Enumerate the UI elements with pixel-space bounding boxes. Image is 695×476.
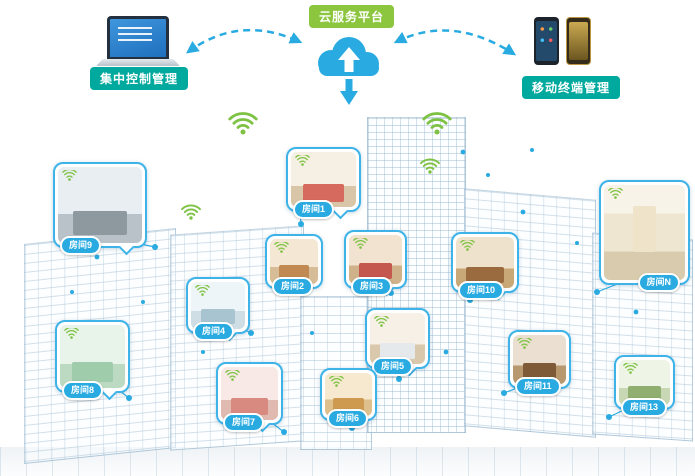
room-photo [619,360,670,405]
room-card: 房间4 [186,277,250,341]
room-card: 房间10 [451,232,519,300]
room-photo [221,367,278,420]
room-label: 房间2 [272,277,314,296]
room-card: 房间13 [614,355,675,417]
wifi-icon [374,316,389,327]
room-photo [270,239,318,284]
cloud-icon [318,37,379,105]
room-card: 房间8 [55,320,130,400]
room-photo [325,373,372,416]
wifi-icon [517,338,532,349]
smartphone-icons [534,17,591,65]
room-photo [191,282,245,329]
laptop-screen [107,16,169,60]
room-label: 房间11 [515,377,561,396]
room-photo [291,152,356,207]
wifi-icon [64,328,79,339]
wifi-icon [228,112,258,136]
room-photo [513,335,566,384]
room-label: 房间9 [60,236,102,255]
room-photo [60,325,125,388]
laptop-base [96,59,180,66]
room-card: 房间9 [53,162,147,255]
room-photo [349,235,402,284]
room-photo [370,313,425,364]
room-photo [58,167,142,243]
wifi-icon [353,238,368,249]
room-label: 房间5 [372,357,414,376]
wifi-icon [195,285,210,296]
cloud-link-right [393,29,517,56]
room-card: 房间1 [286,147,361,219]
room-label: 房间10 [458,281,505,300]
mobile-management-label: 移动终端管理 [522,76,621,99]
cloud-link-left [185,28,303,54]
wifi-icon [608,188,623,199]
room-label: 房间13 [621,398,668,417]
room-card: 房间5 [365,308,430,376]
smartphone-icon [566,17,591,65]
room-label: 房间8 [62,381,104,400]
room-label: 房间N [637,273,680,292]
wifi-icon [295,155,310,166]
wifi-icon [422,112,452,136]
wifi-icon [623,363,638,374]
wifi-icon [329,376,344,387]
room-label: 房间6 [327,409,369,428]
smartphone-icon [534,17,559,65]
wifi-icon [460,240,475,251]
room-card: 房间6 [320,368,377,428]
room-card: 房间2 [265,234,323,296]
room-card: 房间7 [216,362,283,432]
laptop-icon [96,16,180,66]
cloud-platform-label: 云服务平台 [309,5,395,28]
wifi-icon [274,242,289,253]
phone-screen [536,21,557,61]
room-label: 房间7 [223,413,265,432]
wifi-icon [225,370,240,381]
room-label: 房间1 [293,200,335,219]
room-photo [604,185,685,280]
room-label: 房间3 [351,277,393,296]
room-label: 房间4 [193,322,235,341]
wifi-icon [420,158,440,175]
phone-screen [569,22,588,60]
room-card: 房间N [599,180,690,292]
wifi-icon [62,170,77,181]
cloud-platform [307,27,391,110]
download-arrow-icon [340,79,358,105]
room-photo [456,237,514,288]
room-card: 房间3 [344,230,407,296]
wifi-icon [181,204,201,221]
upload-arrow-icon [338,47,360,72]
central-management-label: 集中控制管理 [90,67,189,90]
room-card: 房间11 [508,330,571,396]
